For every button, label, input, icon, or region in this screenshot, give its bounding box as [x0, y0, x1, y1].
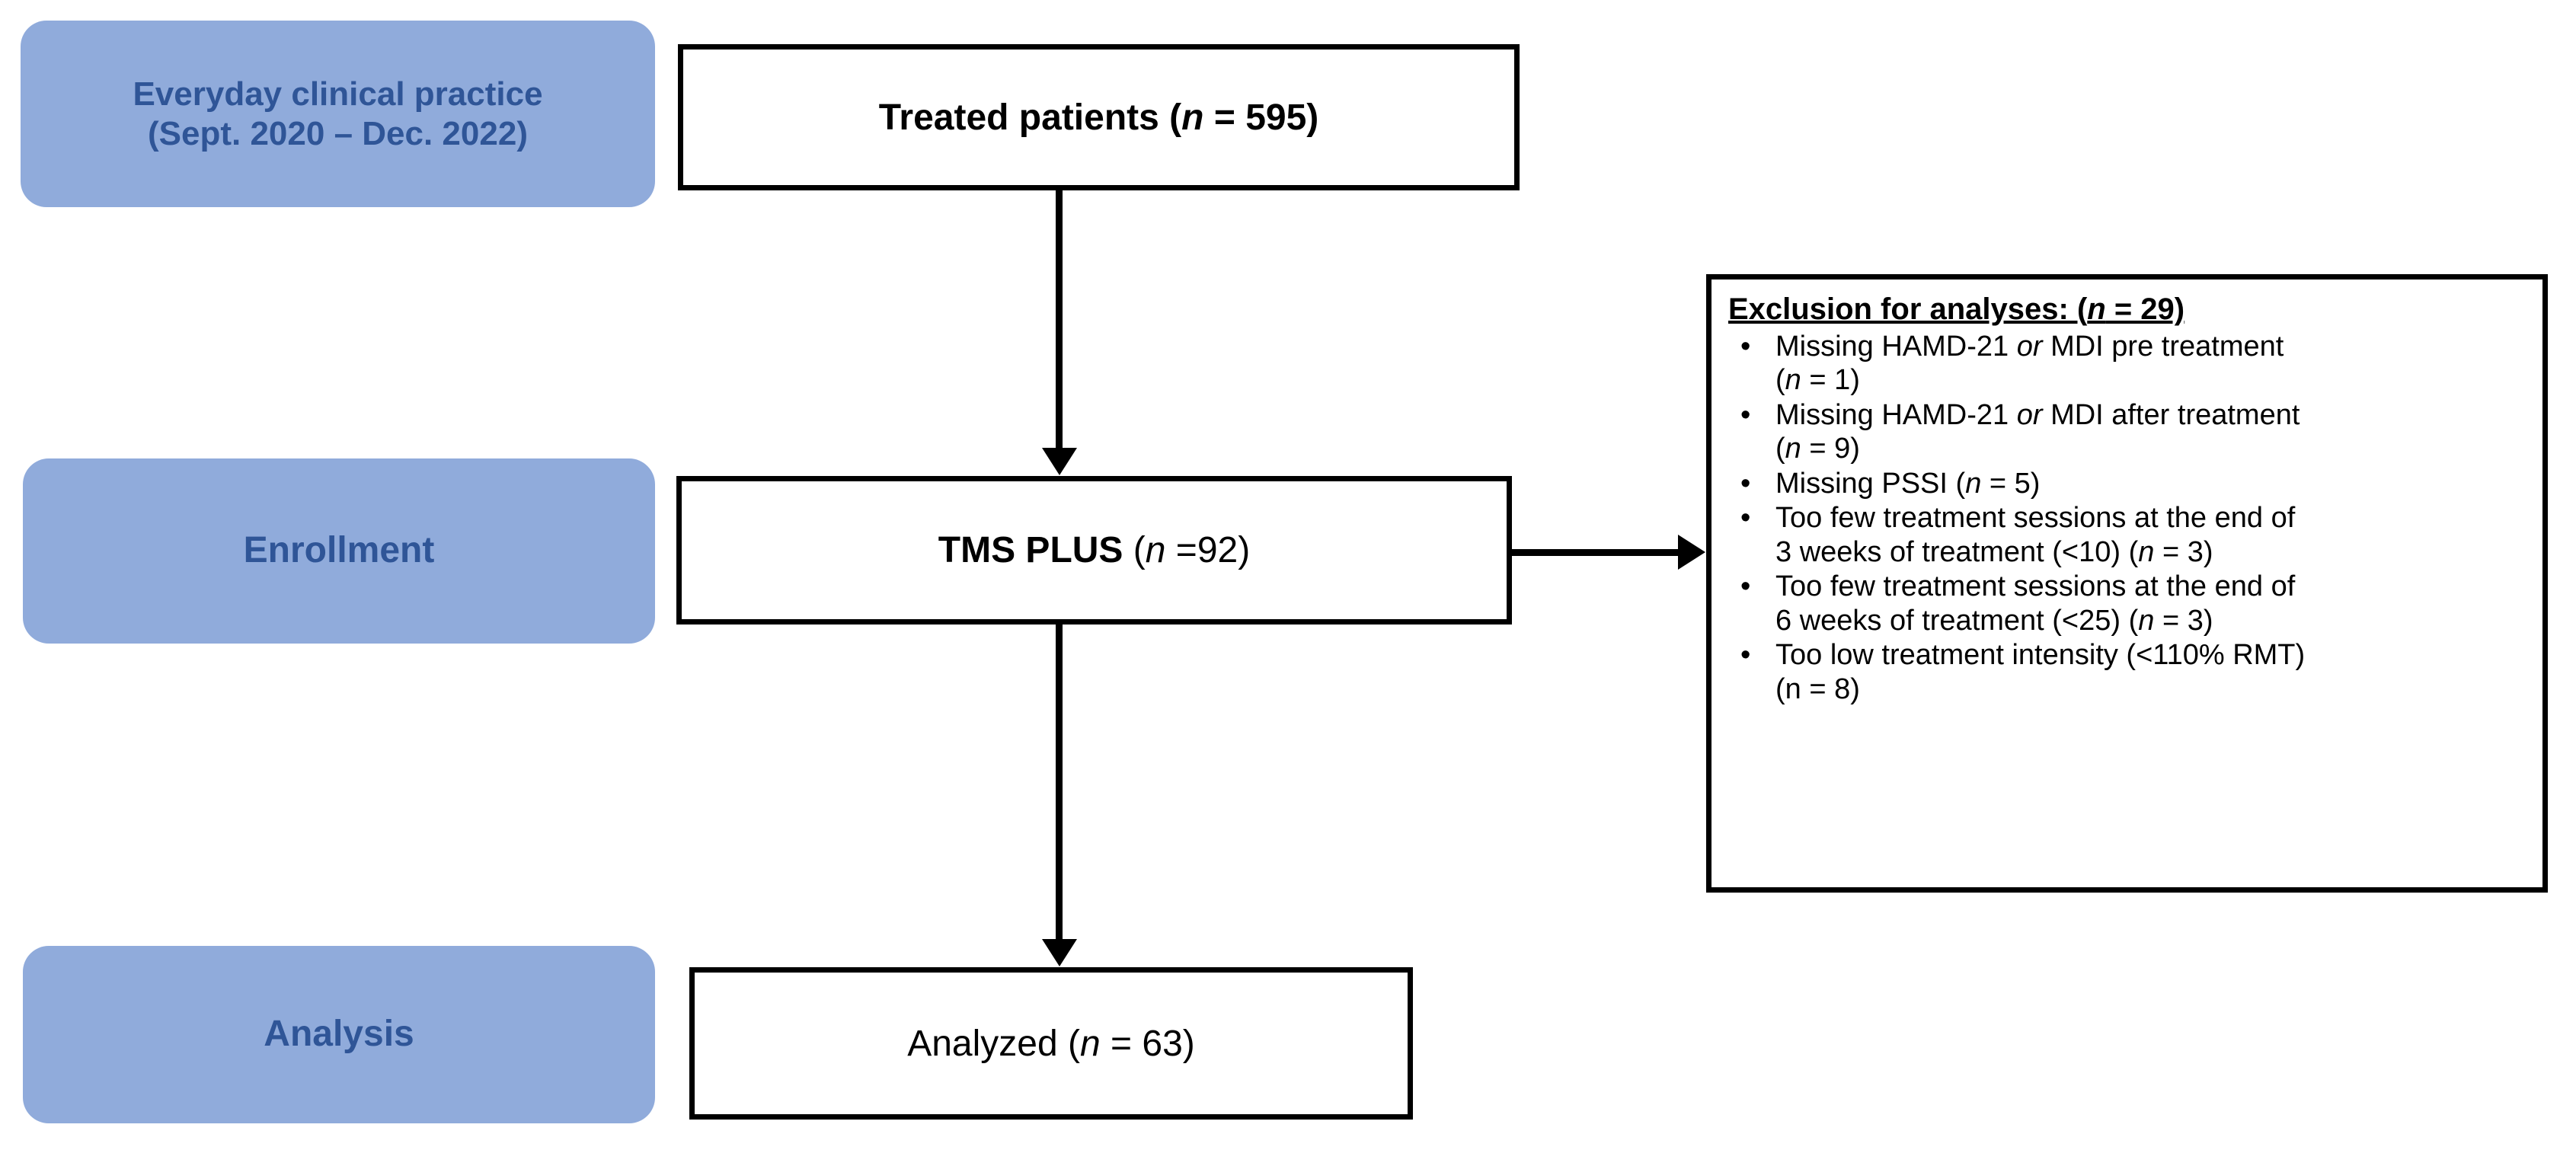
exclusion-title-n: n — [2087, 292, 2106, 326]
node-count-equals: = — [1203, 97, 1246, 138]
node-label: Treated patients (n = 595) — [879, 97, 1319, 139]
connector-tmsplus-to-exclusion-line — [1512, 549, 1680, 556]
item-count-n: n — [1785, 364, 1801, 397]
item-count-tail: = 3) — [2154, 535, 2213, 568]
item-count-n: n — [1785, 433, 1801, 465]
item-count-n: n — [2138, 535, 2155, 568]
item-text-a: Too few treatment sessions at the end of — [1775, 502, 2296, 535]
connector-tmsplus-to-analyzed-line — [1056, 625, 1063, 941]
node-exclusion-panel: Exclusion for analyses: (n = 29) • Missi… — [1706, 274, 2548, 893]
exclusion-list: • Missing HAMD-21 or MDI pre treatment (… — [1728, 330, 2529, 706]
node-treated-patients: Treated patients (n = 595) — [678, 44, 1520, 190]
exclusion-list-item: • Too low treatment intensity (<110% RMT… — [1728, 638, 2529, 706]
item-count-tail: = 1) — [1801, 364, 1860, 397]
exclusion-list-item: • Missing HAMD-21 or MDI after treatment… — [1728, 398, 2529, 466]
arrow-down-icon — [1042, 939, 1077, 966]
item-count-tail: = 9) — [1801, 433, 1860, 465]
node-count-symbol: n — [1080, 1023, 1101, 1064]
item-count-n: n — [1965, 467, 1982, 500]
bullet-icon: • — [1740, 467, 1751, 500]
stage-label-text: Analysis — [264, 1014, 414, 1055]
bullet-icon: • — [1740, 331, 1751, 363]
item-text-italic: or — [2016, 331, 2043, 363]
arrow-down-icon — [1042, 448, 1077, 475]
stage-label-line2: (Sept. 2020 – Dec. 2022) — [148, 114, 528, 152]
node-label: Analyzed (n = 63) — [907, 1023, 1195, 1065]
exclusion-list-item: • Too few treatment sessions at the end … — [1728, 501, 2529, 569]
node-count-open: ( — [1068, 1023, 1080, 1064]
item-text-italic: or — [2016, 398, 2043, 431]
node-label-text: Analyzed — [907, 1023, 1058, 1064]
node-count-value: 63 — [1142, 1023, 1183, 1064]
item-count-tail: = 8) — [1801, 672, 1860, 705]
bullet-icon: • — [1740, 398, 1751, 431]
node-label-text: Treated patients — [878, 97, 1159, 138]
item-text-a: Missing PSSI — [1775, 467, 1956, 500]
bullet-icon: • — [1740, 502, 1751, 535]
node-tms-plus: TMS PLUS (n =92) — [676, 476, 1512, 625]
stage-label-text: Enrollment — [243, 530, 435, 571]
exclusion-list-item: • Missing PSSI (n = 5) — [1728, 467, 2529, 500]
item-count-open: ( — [1775, 433, 1785, 465]
item-count-open: ( — [2128, 535, 2139, 568]
node-count-equals: = — [1100, 1023, 1143, 1064]
stage-label-analysis: Analysis — [23, 946, 655, 1123]
node-count-value: 92 — [1197, 530, 1238, 570]
node-count-equals: = — [1165, 530, 1197, 570]
node-count-open: ( — [1133, 530, 1146, 570]
bullet-icon: • — [1740, 639, 1751, 672]
item-text-a: Too few treatment sessions at the end of — [1775, 570, 2296, 603]
item-count-tail: = 5) — [1981, 467, 2041, 500]
item-count-open: ( — [2128, 604, 2139, 637]
exclusion-list-item: • Missing HAMD-21 or MDI pre treatment (… — [1728, 330, 2529, 398]
node-label: TMS PLUS (n =92) — [938, 529, 1250, 571]
node-count-close: ) — [1182, 1023, 1195, 1064]
item-count-tail: = 3) — [2154, 604, 2213, 637]
item-count-open: (n — [1775, 672, 1801, 705]
exclusion-title-text: Exclusion for analyses: ( — [1728, 292, 2088, 326]
item-text-line2: 3 weeks of treatment (<10) — [1775, 535, 2129, 568]
item-text-a: Missing HAMD-21 — [1775, 398, 2017, 431]
exclusion-title-tail: = 29) — [2105, 292, 2185, 326]
node-label-text: TMS PLUS — [938, 530, 1123, 570]
node-count-close: ) — [1306, 97, 1319, 138]
stage-label-line1: Everyday clinical practice — [133, 75, 543, 113]
item-count-open: ( — [1775, 364, 1785, 397]
node-count-open: ( — [1169, 97, 1182, 138]
item-count-n: n — [2138, 604, 2155, 637]
node-count-symbol: n — [1145, 530, 1166, 570]
item-count-open: ( — [1955, 467, 1966, 500]
connector-treated-to-tmsplus-line — [1056, 190, 1063, 449]
exclusion-list-item: • Too few treatment sessions at the end … — [1728, 570, 2529, 637]
item-text-a: Missing HAMD-21 — [1775, 331, 2017, 363]
exclusion-title: Exclusion for analyses: (n = 29) — [1728, 292, 2529, 327]
stage-label-everyday-clinical-practice: Everyday clinical practice (Sept. 2020 –… — [21, 21, 655, 207]
item-text-b: MDI pre treatment — [2042, 331, 2284, 363]
bullet-icon: • — [1740, 570, 1751, 603]
item-text-line2: 6 weeks of treatment (<25) — [1775, 604, 2129, 637]
item-text-b: MDI after treatment — [2042, 398, 2300, 431]
node-count-close: ) — [1238, 530, 1251, 570]
arrow-right-icon — [1678, 535, 1705, 570]
node-count-value: 595 — [1245, 97, 1307, 138]
item-text-a: Too low treatment intensity (<110% RMT) — [1775, 639, 2306, 672]
node-analyzed: Analyzed (n = 63) — [689, 967, 1413, 1120]
stage-label-enrollment: Enrollment — [23, 458, 655, 644]
node-count-symbol: n — [1181, 97, 1204, 138]
